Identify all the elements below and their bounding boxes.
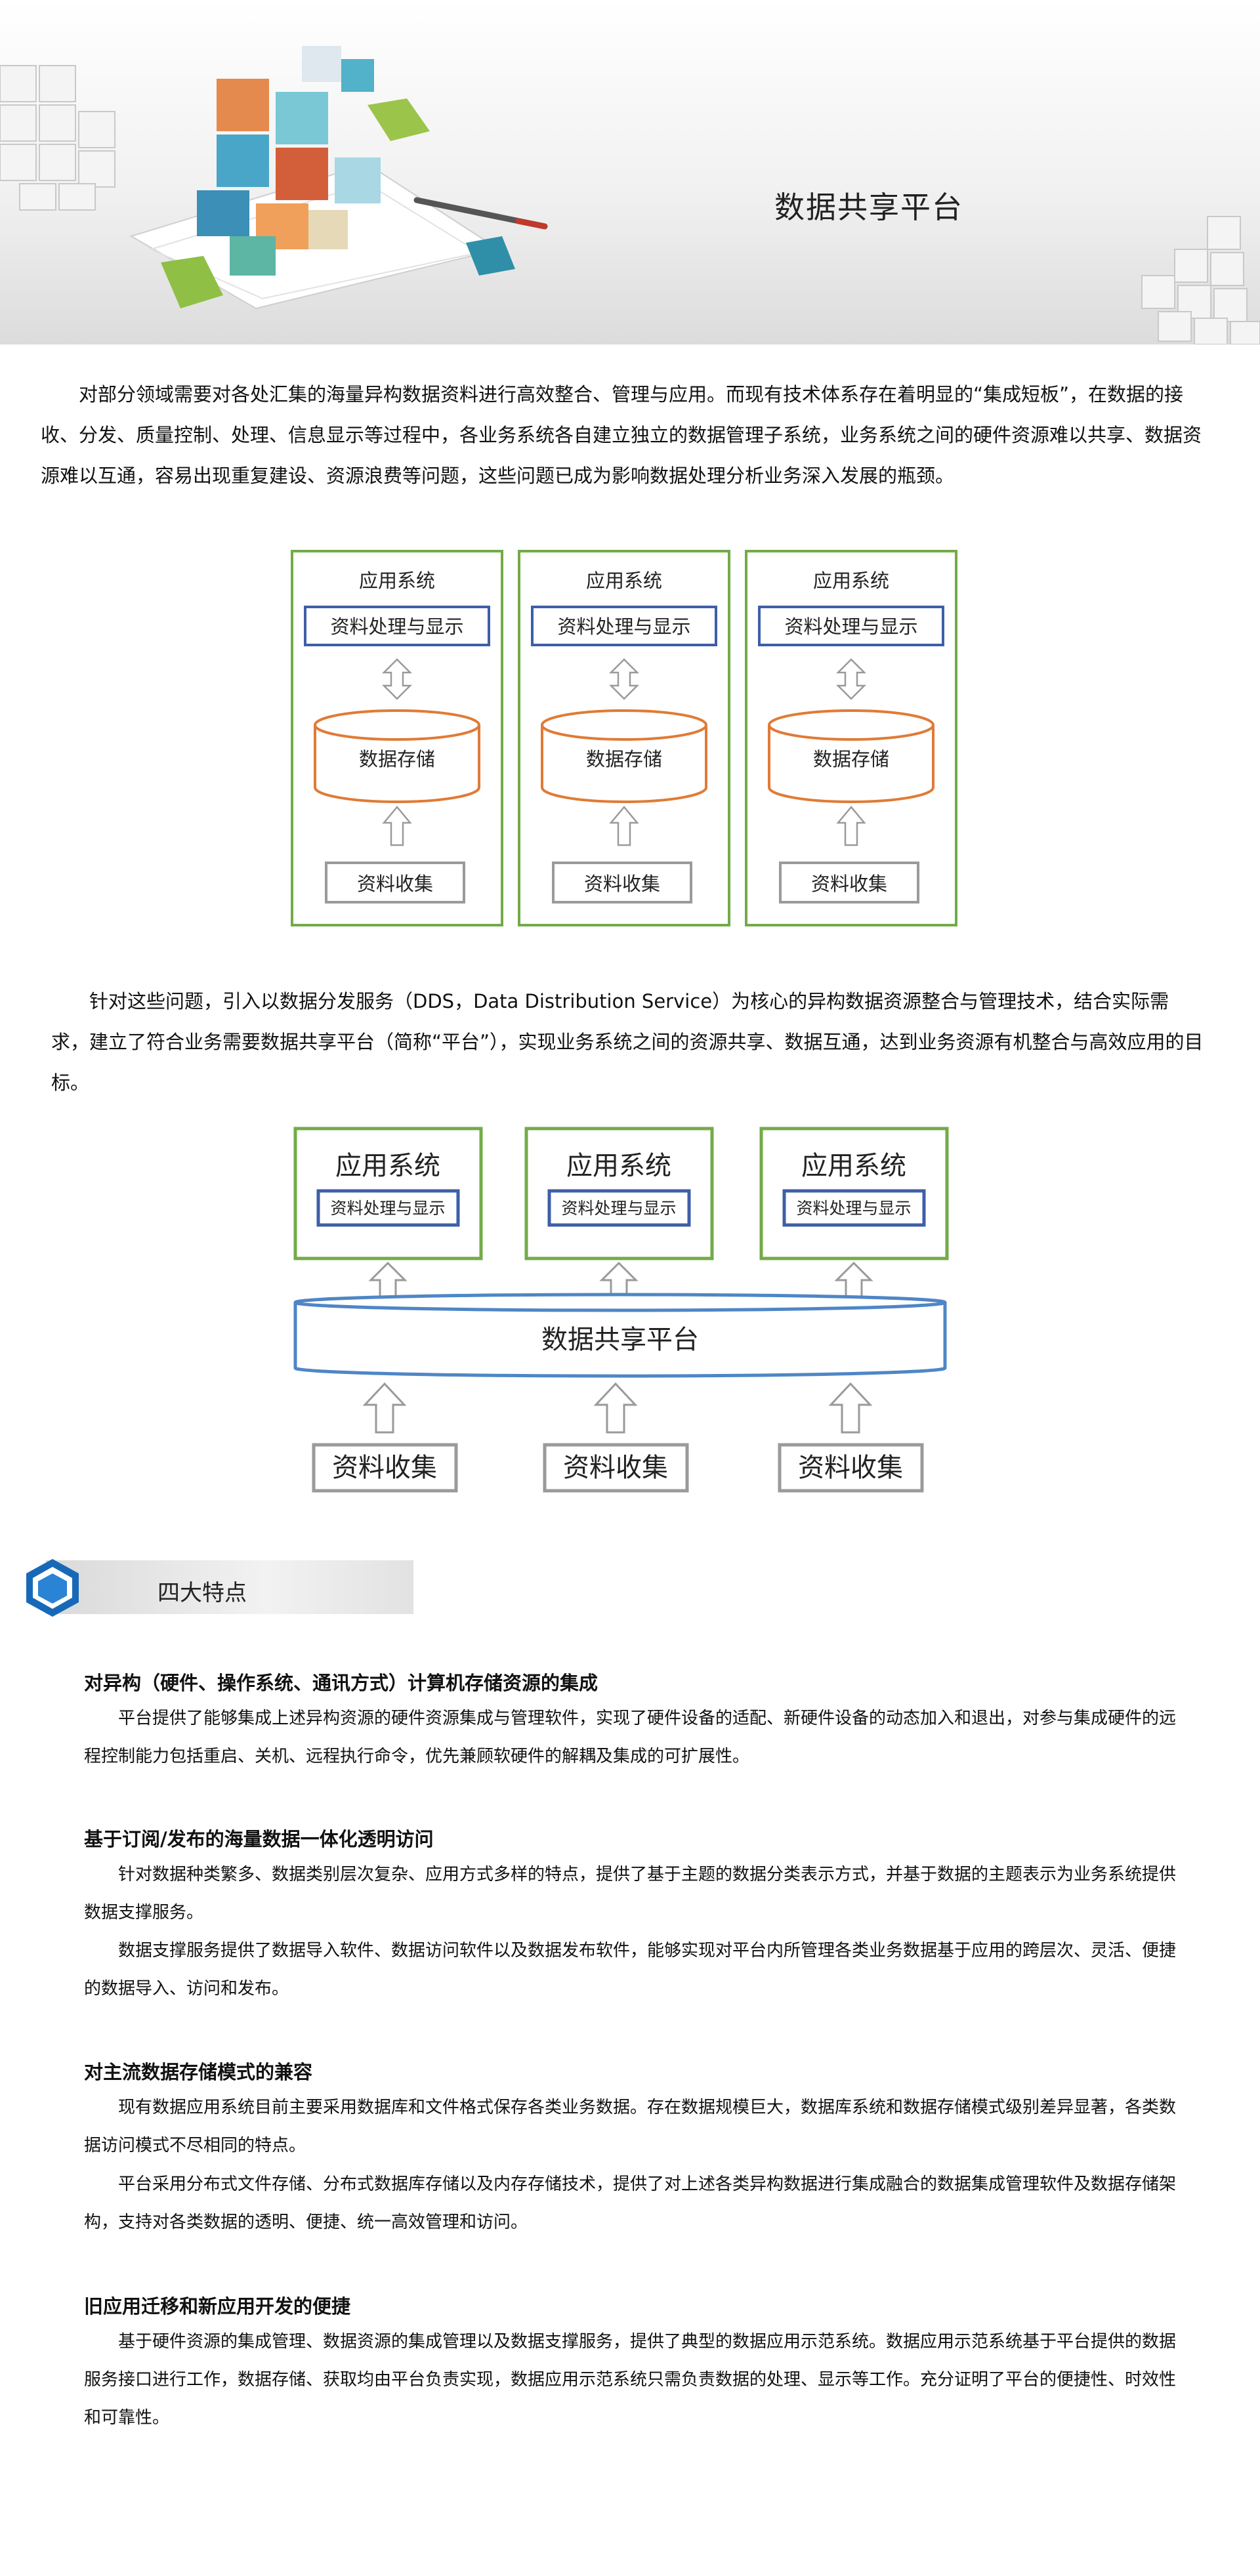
process-label: 资料处理与显示 xyxy=(557,615,690,638)
app-system-label: 应用系统 xyxy=(586,570,662,592)
app-system-label: 应用系统 xyxy=(801,1151,906,1181)
process-label: 资料处理与显示 xyxy=(330,615,463,638)
diagram-shared-platform: 应用系统 资料处理与显示 应用系统 资料处理与显示 应用系统 资料处理与显示 数… xyxy=(293,1127,949,1493)
collect-box: 资料收集 xyxy=(312,1443,458,1493)
feature-heading: 基于订阅/发布的海量数据一体化透明访问 xyxy=(84,1828,434,1850)
process-box xyxy=(531,606,717,646)
collect-label: 资料收集 xyxy=(332,1453,437,1483)
feature-paragraph: 现有数据应用系统目前主要采用数据库和文件格式保存各类业务数据。存在数据规模巨大，… xyxy=(84,2098,1177,2155)
double-arrow-icon xyxy=(383,658,411,700)
feature-paragraph: 平台采用分布式文件存储、分布式数据库存储以及内存存储技术，提供了对上述各类异构数… xyxy=(84,2174,1177,2232)
app-system: 应用系统 资料处理与显示 xyxy=(759,1127,949,1317)
diagram-independent-systems: 应用系统 资料处理与显示 数据存储 资料收集 应用系统 资料处理与显示 数据存储… xyxy=(291,550,957,926)
storage-cylinder xyxy=(541,709,707,803)
section-header-bar xyxy=(46,1560,413,1614)
app-system-label: 应用系统 xyxy=(566,1151,671,1181)
app-system: 应用系统 资料处理与显示 xyxy=(524,1127,714,1317)
system-frame xyxy=(291,550,503,926)
cubes-illustration xyxy=(0,46,1260,344)
collect-box: 资料收集 xyxy=(778,1443,924,1493)
page-title: 数据共享平台 xyxy=(774,190,963,225)
intro-paragraph: 对部分领域需要对各处汇集的海量异构数据资料进行高效整合、管理与应用。而现有技术体… xyxy=(41,383,1202,487)
process-label: 资料处理与显示 xyxy=(330,1199,445,1218)
double-arrow-icon xyxy=(837,658,866,700)
up-arrow-icon xyxy=(837,806,866,846)
grey-cubes-right xyxy=(1141,216,1260,344)
process-label: 资料处理与显示 xyxy=(796,1199,911,1218)
system-frame xyxy=(518,550,730,926)
storage-label: 数据存储 xyxy=(586,748,662,770)
app-system-label: 应用系统 xyxy=(359,570,435,592)
process-label: 资料处理与显示 xyxy=(784,615,917,638)
grey-cubes-left xyxy=(0,65,116,211)
collect-label: 资料收集 xyxy=(584,873,660,895)
system-column: 应用系统 资料处理与显示 数据存储 资料收集 xyxy=(291,550,503,926)
process-box xyxy=(758,606,944,646)
storage-label: 数据存储 xyxy=(359,748,435,770)
up-arrow-icon xyxy=(595,1382,637,1434)
feature-paragraph: 数据支撑服务提供了数据导入软件、数据访问软件以及数据发布软件，能够实现对平台内所… xyxy=(84,1941,1177,1999)
collect-box xyxy=(552,862,692,904)
section-title: 四大特点 xyxy=(158,1580,247,1606)
app-system-label: 应用系统 xyxy=(335,1151,440,1181)
process-box xyxy=(304,606,490,646)
platform-label: 数据共享平台 xyxy=(541,1325,699,1355)
up-arrow-icon xyxy=(383,806,411,846)
collect-label: 资料收集 xyxy=(798,1453,903,1483)
storage-cylinder xyxy=(768,709,934,803)
system-frame xyxy=(745,550,957,926)
collect-box xyxy=(779,862,919,904)
double-arrow-icon xyxy=(610,658,639,700)
solution-paragraph: 针对这些问题，引入以数据分发服务（DDS，Data Distribution S… xyxy=(51,990,1204,1094)
platform-cylinder xyxy=(293,1293,947,1378)
collect-box xyxy=(325,862,465,904)
storage-label: 数据存储 xyxy=(813,748,889,770)
up-arrow-icon xyxy=(610,806,639,846)
collect-box: 资料收集 xyxy=(543,1443,689,1493)
up-arrow-icon xyxy=(364,1382,406,1434)
feature-paragraph: 基于硬件资源的集成管理、数据资源的集成管理以及数据支撑服务，提供了典型的数据应用… xyxy=(84,2332,1177,2428)
section-hexagon-icon xyxy=(26,1559,79,1617)
storage-cylinder xyxy=(314,709,480,803)
collect-label: 资料收集 xyxy=(811,873,887,895)
feature-heading: 对异构（硬件、操作系统、通讯方式）计算机存储资源的集成 xyxy=(84,1672,598,1694)
system-column: 应用系统 资料处理与显示 数据存储 资料收集 xyxy=(745,550,957,926)
process-label: 资料处理与显示 xyxy=(561,1199,676,1218)
system-column: 应用系统 资料处理与显示 数据存储 资料收集 xyxy=(518,550,730,926)
feature-paragraph: 针对数据种类繁多、数据类别层次复杂、应用方式多样的特点，提供了基于主题的数据分类… xyxy=(84,1865,1177,1922)
collect-label: 资料收集 xyxy=(357,873,433,895)
feature-paragraph: 平台提供了能够集成上述异构资源的硬件资源集成与管理软件，实现了硬件设备的适配、新… xyxy=(84,1709,1177,1766)
header-banner: 数据共享平台 xyxy=(0,0,1260,344)
colored-cubes xyxy=(161,46,515,308)
feature-heading: 对主流数据存储模式的兼容 xyxy=(84,2061,313,2083)
collect-label: 资料收集 xyxy=(563,1453,668,1483)
up-arrow-icon xyxy=(830,1382,872,1434)
app-system-label: 应用系统 xyxy=(813,570,889,592)
app-system: 应用系统 资料处理与显示 xyxy=(293,1127,483,1317)
feature-heading: 旧应用迁移和新应用开发的便捷 xyxy=(84,2295,351,2317)
